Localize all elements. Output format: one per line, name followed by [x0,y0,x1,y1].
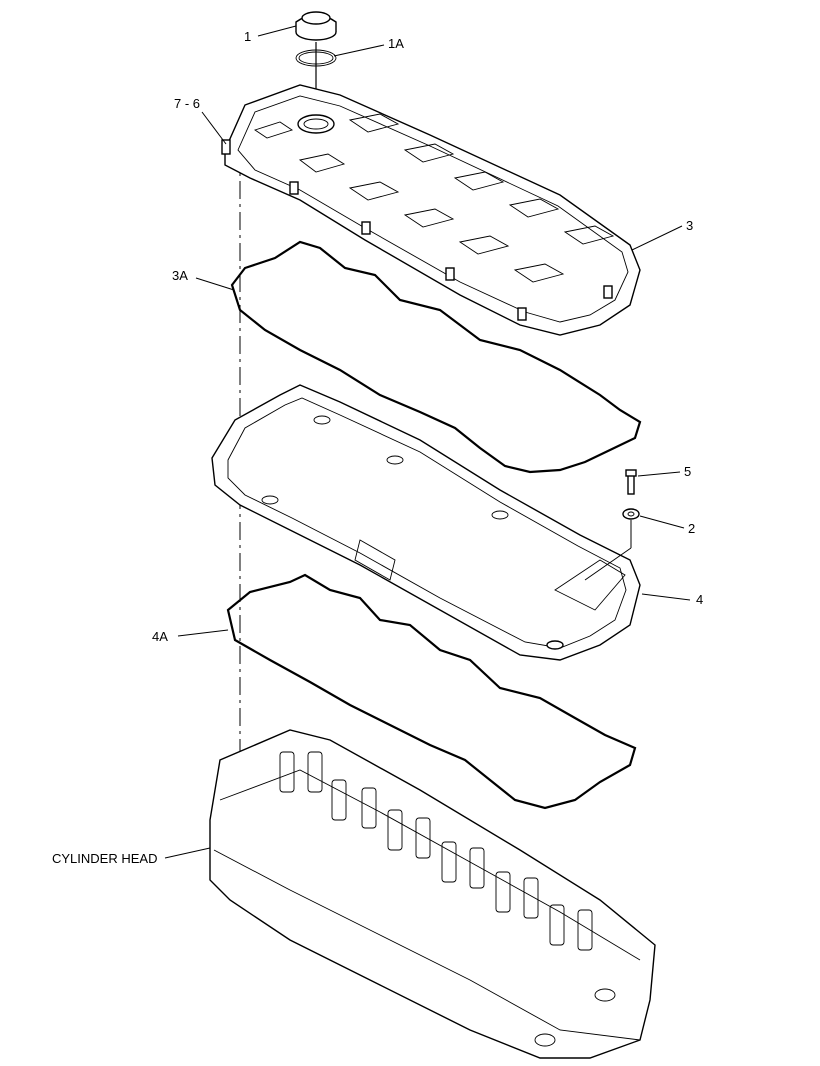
callout-2: 2 [688,521,695,536]
valve-cover-gasket [230,240,642,474]
callout-cylinder-head: CYLINDER HEAD [52,851,157,866]
base-gasket [226,573,637,810]
callout-3: 3 [686,218,693,233]
bolt-leader-2 [584,547,632,581]
bolt [625,469,637,495]
callout-7-6: 7 - 6 [174,96,200,111]
callout-4: 4 [696,592,703,607]
valve-cover-base [211,384,641,661]
callout-1: 1 [244,29,251,44]
cylinder-head [209,729,656,1059]
callout-4a: 4A [152,629,168,644]
o-ring-seal [295,49,337,67]
washer [622,508,640,520]
callout-5: 5 [684,464,691,479]
oil-filler-cap [295,11,337,41]
valve-cover [221,84,641,336]
callout-1a: 1A [388,36,404,51]
callout-3a: 3A [172,268,188,283]
